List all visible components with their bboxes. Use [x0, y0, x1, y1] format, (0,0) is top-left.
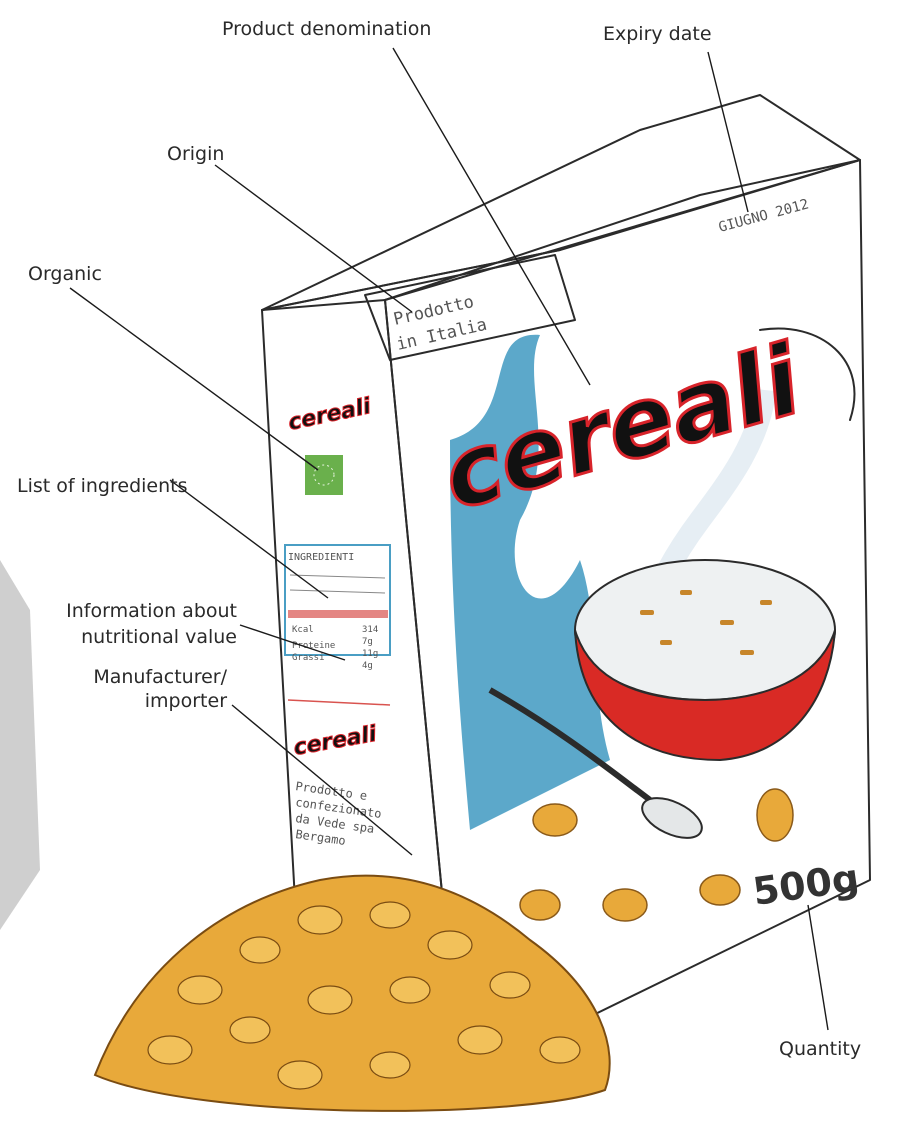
nutrition-value-2: 7g — [362, 637, 373, 647]
label-manufacturer-line1: Manufacturer/ — [93, 666, 227, 688]
expiry-text: GIUGNO 2012 — [717, 196, 811, 235]
nutrition-row-3: Grassi — [292, 653, 325, 663]
label-origin: Origin — [167, 143, 224, 165]
side-brand-bottom: cereali — [292, 722, 379, 761]
nutrition-value-4: 4g — [362, 661, 373, 671]
organic-logo — [305, 455, 343, 495]
label-manufacturer-line2: importer — [145, 690, 227, 712]
label-quantity: Quantity — [779, 1038, 861, 1060]
side-brand-top: cereali — [286, 394, 373, 436]
nutrition-value-3: 11g — [362, 649, 378, 659]
label-ingredients: List of ingredients — [17, 475, 188, 497]
brand-logo: cereali — [430, 324, 813, 533]
nutrition-header-bar — [288, 610, 388, 618]
nutrition-row-1: Kcal — [292, 625, 314, 635]
nutrition-value-1: 314 — [362, 625, 378, 635]
label-expiry-date: Expiry date — [603, 23, 712, 45]
leader-ingredients — [170, 480, 328, 598]
label-nutrition-line1: Information about — [66, 600, 237, 622]
leader-quantity — [808, 905, 828, 1030]
quantity-text: 500g — [750, 856, 862, 914]
leader-organic — [70, 288, 318, 470]
edge-shadow — [0, 560, 40, 930]
label-product-denomination: Product denomination — [222, 18, 431, 40]
leader-origin — [215, 165, 412, 312]
ingredients-header: INGREDIENTI — [288, 552, 354, 563]
label-organic: Organic — [28, 263, 102, 285]
label-nutrition-line2: nutritional value — [81, 626, 237, 648]
